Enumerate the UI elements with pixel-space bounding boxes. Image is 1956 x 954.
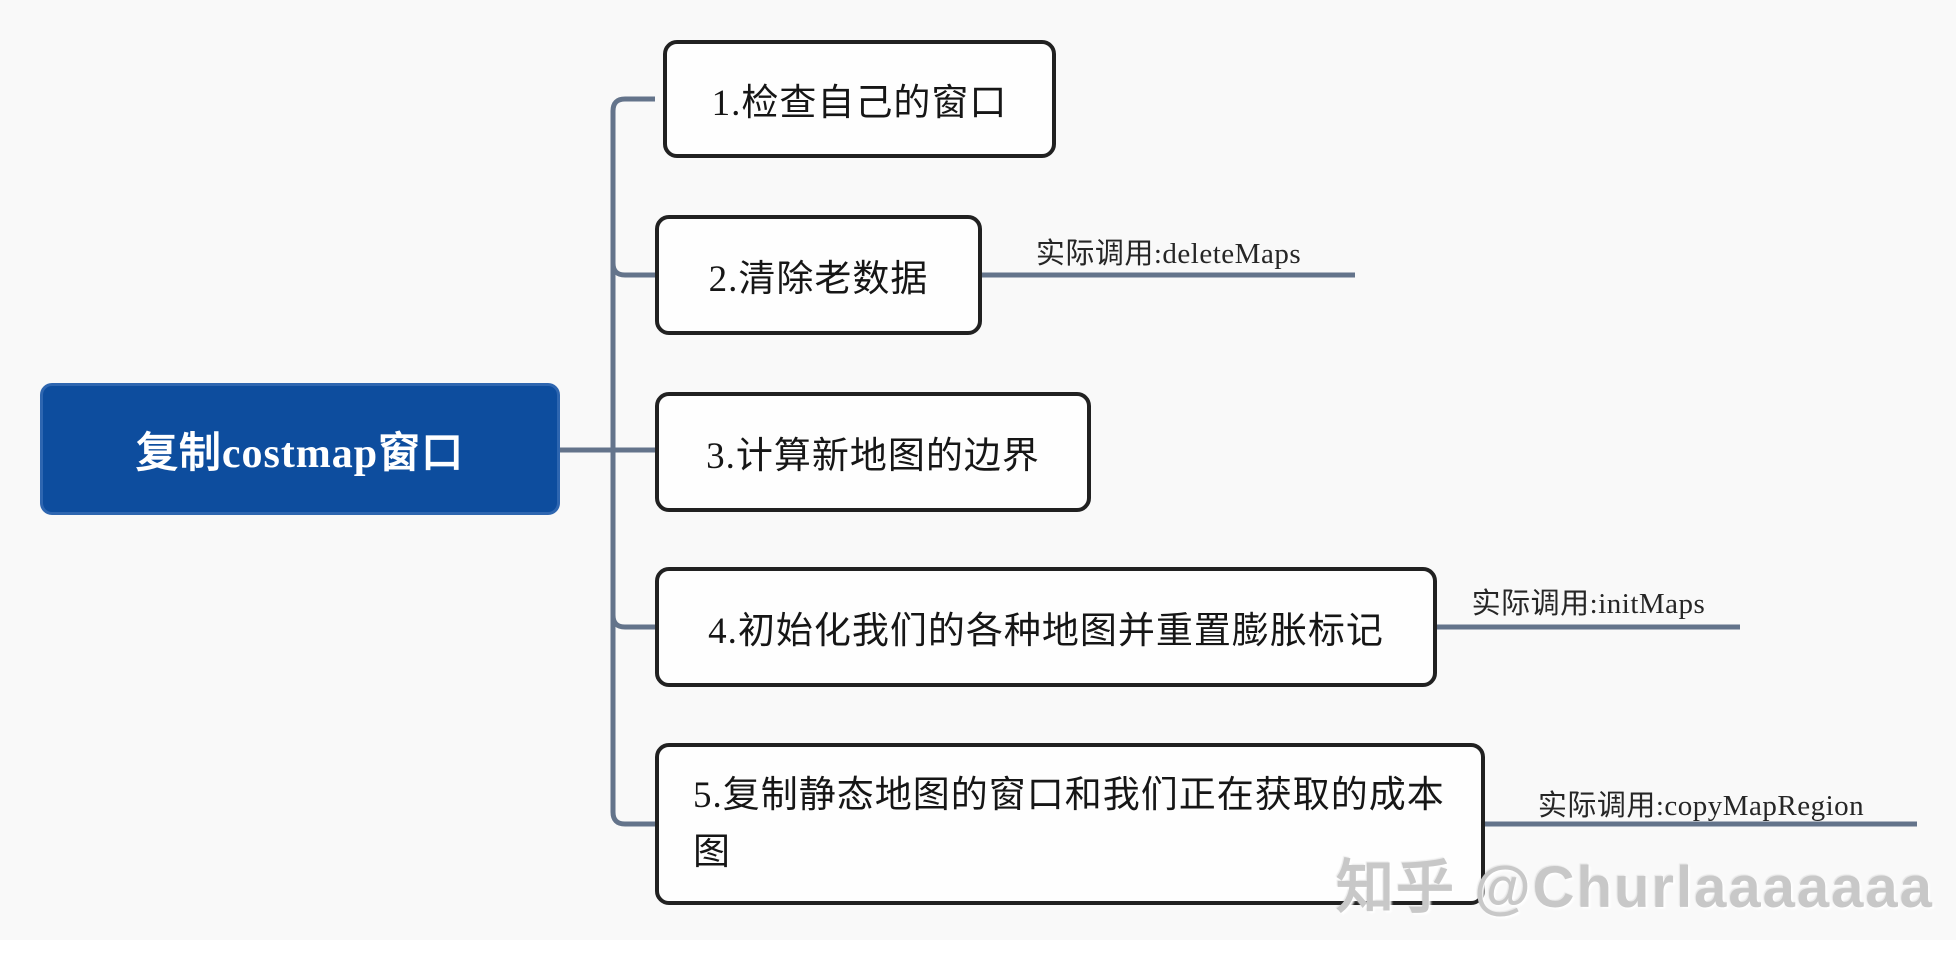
annotation-copymapregion: 实际调用:copyMapRegion — [1537, 790, 1865, 822]
bottom-margin-strip — [0, 940, 1956, 954]
root-node-copy-costmap-window: 复制costmap窗口 — [40, 383, 560, 515]
branch-node-1: 1.检查自己的窗口 — [663, 40, 1056, 158]
annotation-deletemaps: 实际调用:deleteMaps — [1035, 238, 1302, 270]
annotation-initmaps: 实际调用:initMaps — [1471, 588, 1706, 620]
branch-node-5-label: 5.复制静态地图的窗口和我们正在获取的成本图 — [693, 774, 1445, 873]
zhihu-watermark: 知乎 @Churlaaaaaaa — [1336, 855, 1934, 920]
connector-branch-node4 — [610, 614, 655, 630]
branch-node-1-label: 1.检查自己的窗口 — [711, 83, 1008, 124]
branch-node-4: 4.初始化我们的各种地图并重置膨胀标记 — [655, 567, 1437, 687]
connector-branch-node2 — [610, 262, 655, 278]
branch-node-3: 3.计算新地图的边界 — [655, 392, 1091, 512]
connector-trunk — [610, 96, 655, 827]
branch-node-5: 5.复制静态地图的窗口和我们正在获取的成本图 — [655, 743, 1485, 905]
branch-node-3-label: 3.计算新地图的边界 — [706, 436, 1040, 477]
branch-node-4-label: 4.初始化我们的各种地图并重置膨胀标记 — [708, 611, 1384, 652]
root-node-label: 复制costmap窗口 — [135, 430, 465, 477]
branch-node-2: 2.清除老数据 — [655, 215, 982, 335]
branch-node-2-label: 2.清除老数据 — [708, 259, 929, 300]
